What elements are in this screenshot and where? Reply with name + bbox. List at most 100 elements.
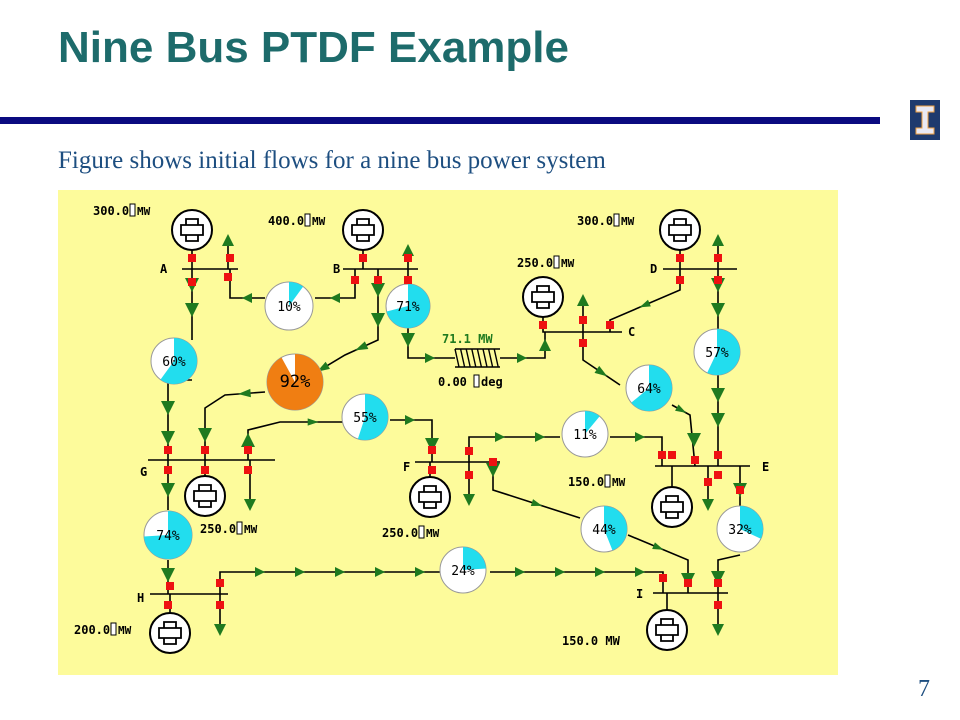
generator-output-label: 250.0: [382, 526, 418, 540]
flow-arrow: [711, 388, 725, 402]
breaker: [404, 254, 412, 262]
generator-icon: [409, 476, 451, 518]
spin-control-icon: [604, 474, 611, 488]
bus-label: G: [140, 465, 147, 479]
pie-fill: [144, 511, 192, 559]
flow-arrow: [535, 432, 545, 442]
breaker: [539, 321, 547, 329]
breaker: [714, 254, 722, 262]
generator-circle: [646, 609, 688, 651]
flow-arrow: [238, 388, 251, 398]
flow-arrow: [355, 341, 369, 351]
flow-arrow: [555, 567, 565, 577]
spin-control-icon: [553, 255, 560, 269]
flow-arrow: [675, 404, 687, 413]
flow-arrow: [515, 567, 525, 577]
bus-label: I: [636, 587, 643, 601]
generator-output-label: 150.0 MW: [562, 634, 621, 648]
breaker: [579, 339, 587, 347]
flow-arrow: [295, 567, 305, 577]
breaker: [201, 466, 209, 474]
generator-icon: [184, 475, 226, 517]
pie-percent-label: 10%: [277, 300, 301, 315]
line-flow-pie: [561, 410, 609, 458]
load-arrow: [577, 294, 589, 306]
line-flow-pie: [716, 505, 764, 553]
breaker: [351, 276, 359, 284]
pie-percent-label: 64%: [637, 382, 661, 397]
load-arrow: [402, 244, 414, 256]
generator-icon: [171, 209, 213, 251]
generator-rotor: [660, 495, 684, 519]
slide-subtitle: Figure shows initial flows for a nine bu…: [58, 147, 606, 174]
breaker: [684, 579, 692, 587]
breaker: [244, 466, 252, 474]
flow-arrow: [635, 432, 645, 442]
generator-circle: [184, 475, 226, 517]
breaker: [428, 466, 436, 474]
flow-arrow: [539, 339, 551, 351]
pie-percent-label: 44%: [592, 523, 616, 538]
pie-fill: [289, 282, 304, 306]
pie-fill: [740, 506, 764, 539]
flow-arrow: [530, 499, 543, 506]
pie-percent-label: 24%: [451, 564, 475, 579]
generator-unit-label: MW: [137, 205, 151, 218]
generator-icon: [149, 612, 191, 654]
pie-percent-label: 57%: [705, 346, 729, 361]
pie-fill: [357, 394, 388, 440]
flow-arrow: [425, 353, 435, 363]
breaker: [489, 458, 497, 466]
load-arrow: [702, 499, 714, 511]
pie-percent-label: 60%: [162, 355, 186, 370]
line-flow-pie: [266, 353, 324, 411]
line-flow-pies: [143, 281, 764, 594]
breaker: [465, 471, 473, 479]
flow-arrow: [161, 568, 175, 582]
breaker: [428, 446, 436, 454]
pie-fill: [585, 411, 600, 434]
flow-arrow: [335, 567, 345, 577]
generator-icon: [659, 209, 701, 251]
line-flow-pie: [439, 546, 487, 594]
generator-output-label: 250.0: [517, 256, 553, 270]
generator-rotor: [531, 285, 555, 309]
breaker: [164, 446, 172, 454]
bus-label: C: [628, 325, 635, 339]
pie-percent-label: 11%: [573, 428, 597, 443]
flow-arrow: [425, 438, 439, 452]
breaker: [164, 466, 172, 474]
breaker: [166, 582, 174, 590]
generator-icon: [646, 609, 688, 651]
line-flow-pie: [341, 393, 389, 441]
generator-rotor: [180, 218, 204, 242]
breaker: [691, 456, 699, 464]
generator-unit-label: MW: [312, 215, 326, 228]
generator-rotor: [418, 485, 442, 509]
breaker: [736, 486, 744, 494]
flow-arrow: [242, 293, 252, 303]
spin-control-icon: [613, 213, 620, 227]
phase-shifter-flow: 71.1 MW: [442, 332, 493, 346]
bus-label: E: [762, 460, 769, 474]
pie-fill: [386, 284, 430, 328]
flow-arrow: [639, 299, 651, 308]
generator-unit-label: MW: [612, 476, 626, 489]
load-arrow: [214, 624, 226, 636]
flow-arrow: [711, 571, 725, 585]
flow-arrow: [161, 401, 175, 415]
flow-arrow: [401, 333, 415, 347]
generator-unit-label: MW: [561, 257, 575, 270]
generator-unit-label: MW: [621, 215, 635, 228]
flow-arrow: [198, 428, 212, 442]
generator-circle: [522, 276, 564, 318]
phase-shifter-angle-unit: deg: [481, 375, 503, 389]
breaker: [201, 446, 209, 454]
generator-unit-label: MW: [244, 523, 258, 536]
flow-arrow: [517, 353, 527, 363]
breaker: [714, 451, 722, 459]
spin-control-icon: [129, 203, 136, 217]
breaker: [714, 471, 722, 479]
bus-label: H: [137, 591, 144, 605]
slide-title: Nine Bus PTDF Example: [58, 23, 570, 72]
